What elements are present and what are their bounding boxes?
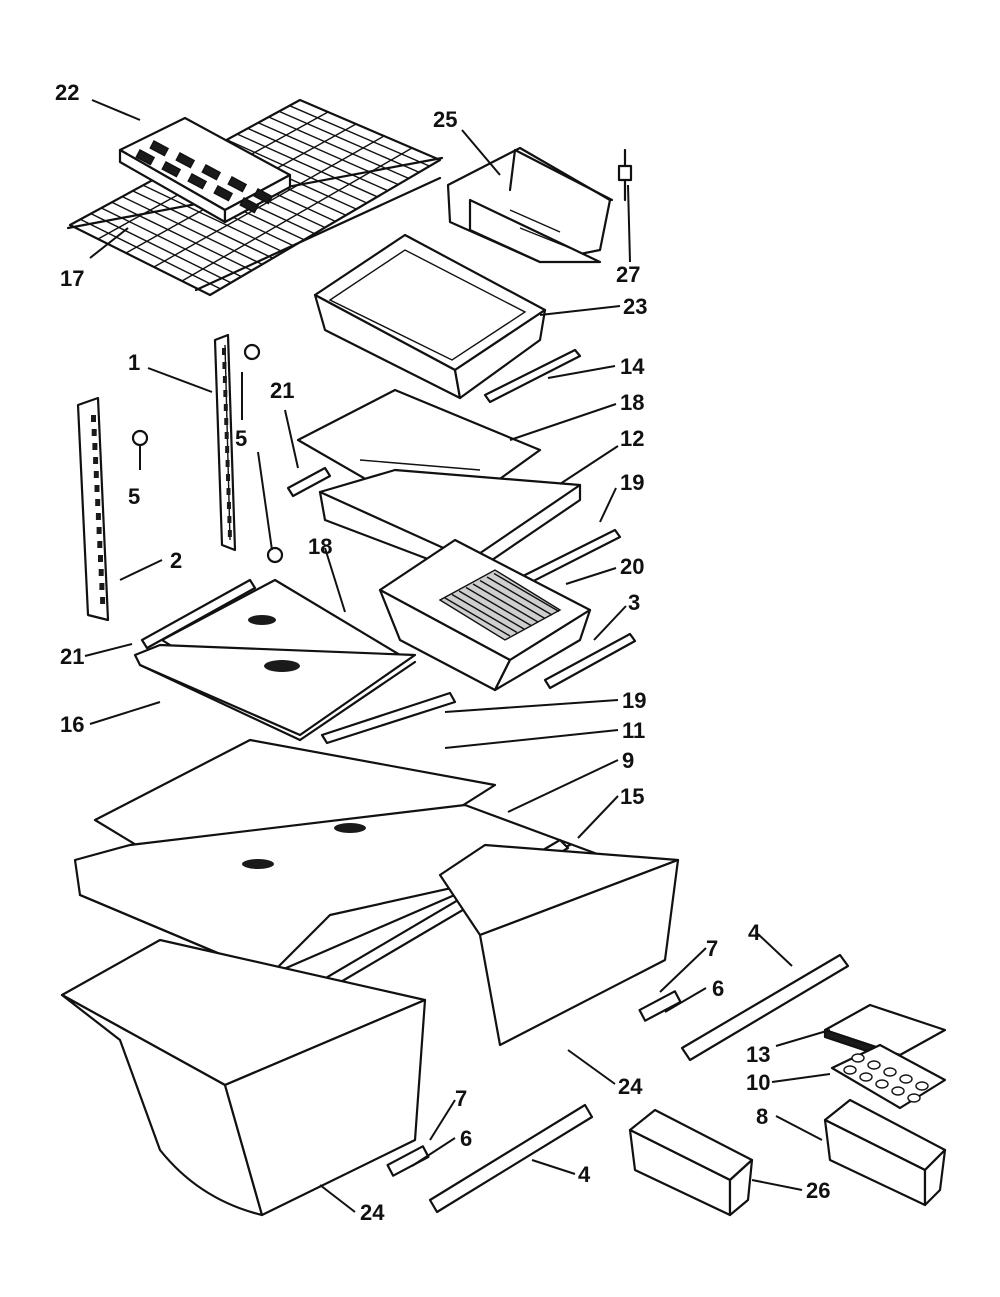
callout-25: 25 (433, 107, 457, 132)
callout-16: 16 (60, 712, 84, 737)
callout-17: 17 (60, 266, 84, 291)
callout-7: 7 (455, 1086, 467, 1111)
callout-22: 22 (55, 80, 79, 105)
callout-6: 6 (460, 1126, 472, 1151)
door-bin-left (628, 1108, 754, 1217)
shelf-bracket (446, 146, 633, 264)
crisper-drawer-right (438, 843, 680, 1047)
callout-4: 4 (748, 920, 761, 945)
callout-23: 23 (623, 294, 647, 319)
callout-7: 7 (706, 936, 718, 961)
callout-24: 24 (618, 1074, 643, 1099)
callout-5: 5 (235, 426, 247, 451)
callout-18: 18 (620, 390, 644, 415)
callout-3: 3 (628, 590, 640, 615)
callout-14: 14 (620, 354, 645, 379)
callout-19: 19 (622, 688, 646, 713)
egg-tray (830, 1043, 947, 1110)
callout-15: 15 (620, 784, 644, 809)
callout-21: 21 (60, 644, 84, 669)
crisper-cover-upper (296, 388, 582, 577)
leader-lines (84, 99, 831, 1213)
deli-drawer (378, 538, 592, 692)
callout-24: 24 (360, 1200, 385, 1225)
callout-labels: 22 17 25 27 23 14 1 21 5 5 18 12 19 2 18… (55, 80, 830, 1225)
callout-5: 5 (128, 484, 140, 509)
glass-shelf-lower (133, 578, 417, 742)
crisper-drawer-left (60, 938, 427, 1217)
door-bin-right (823, 1098, 947, 1207)
callout-8: 8 (756, 1104, 768, 1129)
ice-tray (118, 116, 292, 224)
callout-1: 1 (128, 350, 140, 375)
callout-2: 2 (170, 548, 182, 573)
callout-11: 11 (622, 718, 645, 743)
slide-rails (140, 348, 637, 745)
callout-4: 4 (578, 1162, 591, 1187)
callout-18: 18 (308, 534, 332, 559)
callout-19: 19 (620, 470, 644, 495)
drawer-slides (386, 953, 850, 1214)
callout-12: 12 (620, 426, 644, 451)
shelf-ladders (76, 333, 284, 622)
callout-6: 6 (712, 976, 724, 1001)
callout-9: 9 (622, 748, 634, 773)
callout-13: 13 (746, 1042, 770, 1067)
callout-26: 26 (806, 1178, 830, 1203)
callout-10: 10 (746, 1070, 770, 1095)
freezer-basket (313, 233, 547, 400)
callout-20: 20 (620, 554, 644, 579)
crisper-cover (73, 738, 602, 977)
callout-27: 27 (616, 262, 640, 287)
callout-21: 21 (270, 378, 294, 403)
